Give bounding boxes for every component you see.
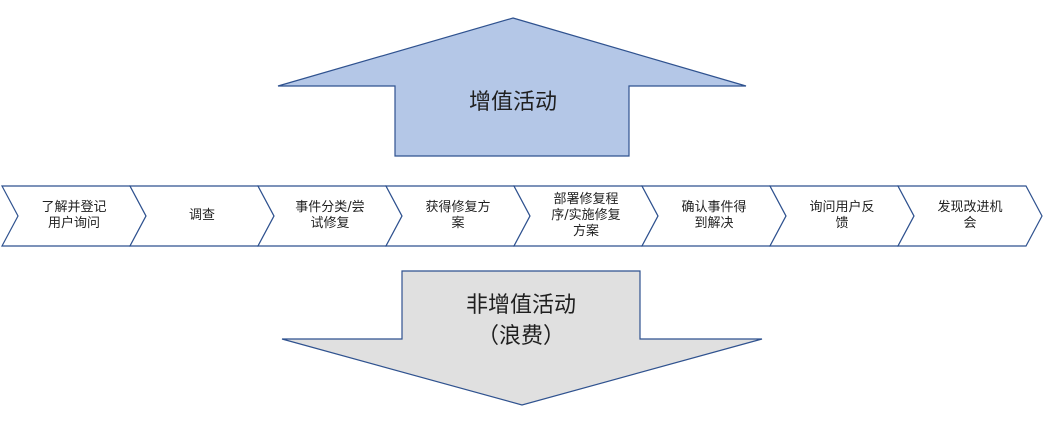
process-step-label: 序/实施修复 xyxy=(551,208,621,223)
non-value-added-label: 非增值活动 （浪费） xyxy=(402,290,640,352)
process-step-label: 获得修复方 xyxy=(425,200,491,215)
process-step-label: 询问用户反 xyxy=(809,200,875,215)
waste-note: （浪费） xyxy=(476,324,565,349)
process-step-label: 调查 xyxy=(188,208,215,223)
non-value-added-text: 非增值活动 xyxy=(465,293,576,318)
process-step-label: 馈 xyxy=(835,216,849,231)
process-step-label: 试修复 xyxy=(310,216,350,231)
process-step-label: 案 xyxy=(451,216,465,231)
process-step-label: 用户询问 xyxy=(47,216,100,231)
process-step-label: 部署修复程 xyxy=(553,192,619,207)
process-step-deploy-implement: 部署修复程序/实施修复方案 xyxy=(534,186,638,246)
value-added-label: 增值活动 xyxy=(397,84,629,116)
process-step-get-fix-plan: 获得修复方案 xyxy=(406,186,510,246)
process-step-label: 会 xyxy=(963,216,977,231)
process-step-label: 确认事件得 xyxy=(681,200,747,215)
process-step-understand-register: 了解并登记用户询问 xyxy=(22,186,126,246)
process-step-classify-try-fix: 事件分类/尝试修复 xyxy=(278,186,382,246)
process-step-label: 了解并登记 xyxy=(41,200,107,215)
process-step-investigate: 调查 xyxy=(150,186,254,246)
process-step-label: 方案 xyxy=(572,224,599,239)
process-step-chevron xyxy=(897,185,1043,247)
non-value-added-arrow xyxy=(281,270,763,406)
process-step-ask-feedback: 询问用户反馈 xyxy=(790,186,894,246)
process-step-label: 发现改进机 xyxy=(937,200,1003,215)
value-added-arrow xyxy=(277,17,747,157)
process-step-find-improvement: 发现改进机会 xyxy=(918,186,1022,246)
process-step-label: 到解决 xyxy=(694,216,734,231)
process-step-label: 事件分类/尝 xyxy=(295,200,365,215)
value-added-text: 增值活动 xyxy=(468,90,557,115)
process-step-confirm-resolved: 确认事件得到解决 xyxy=(662,186,766,246)
